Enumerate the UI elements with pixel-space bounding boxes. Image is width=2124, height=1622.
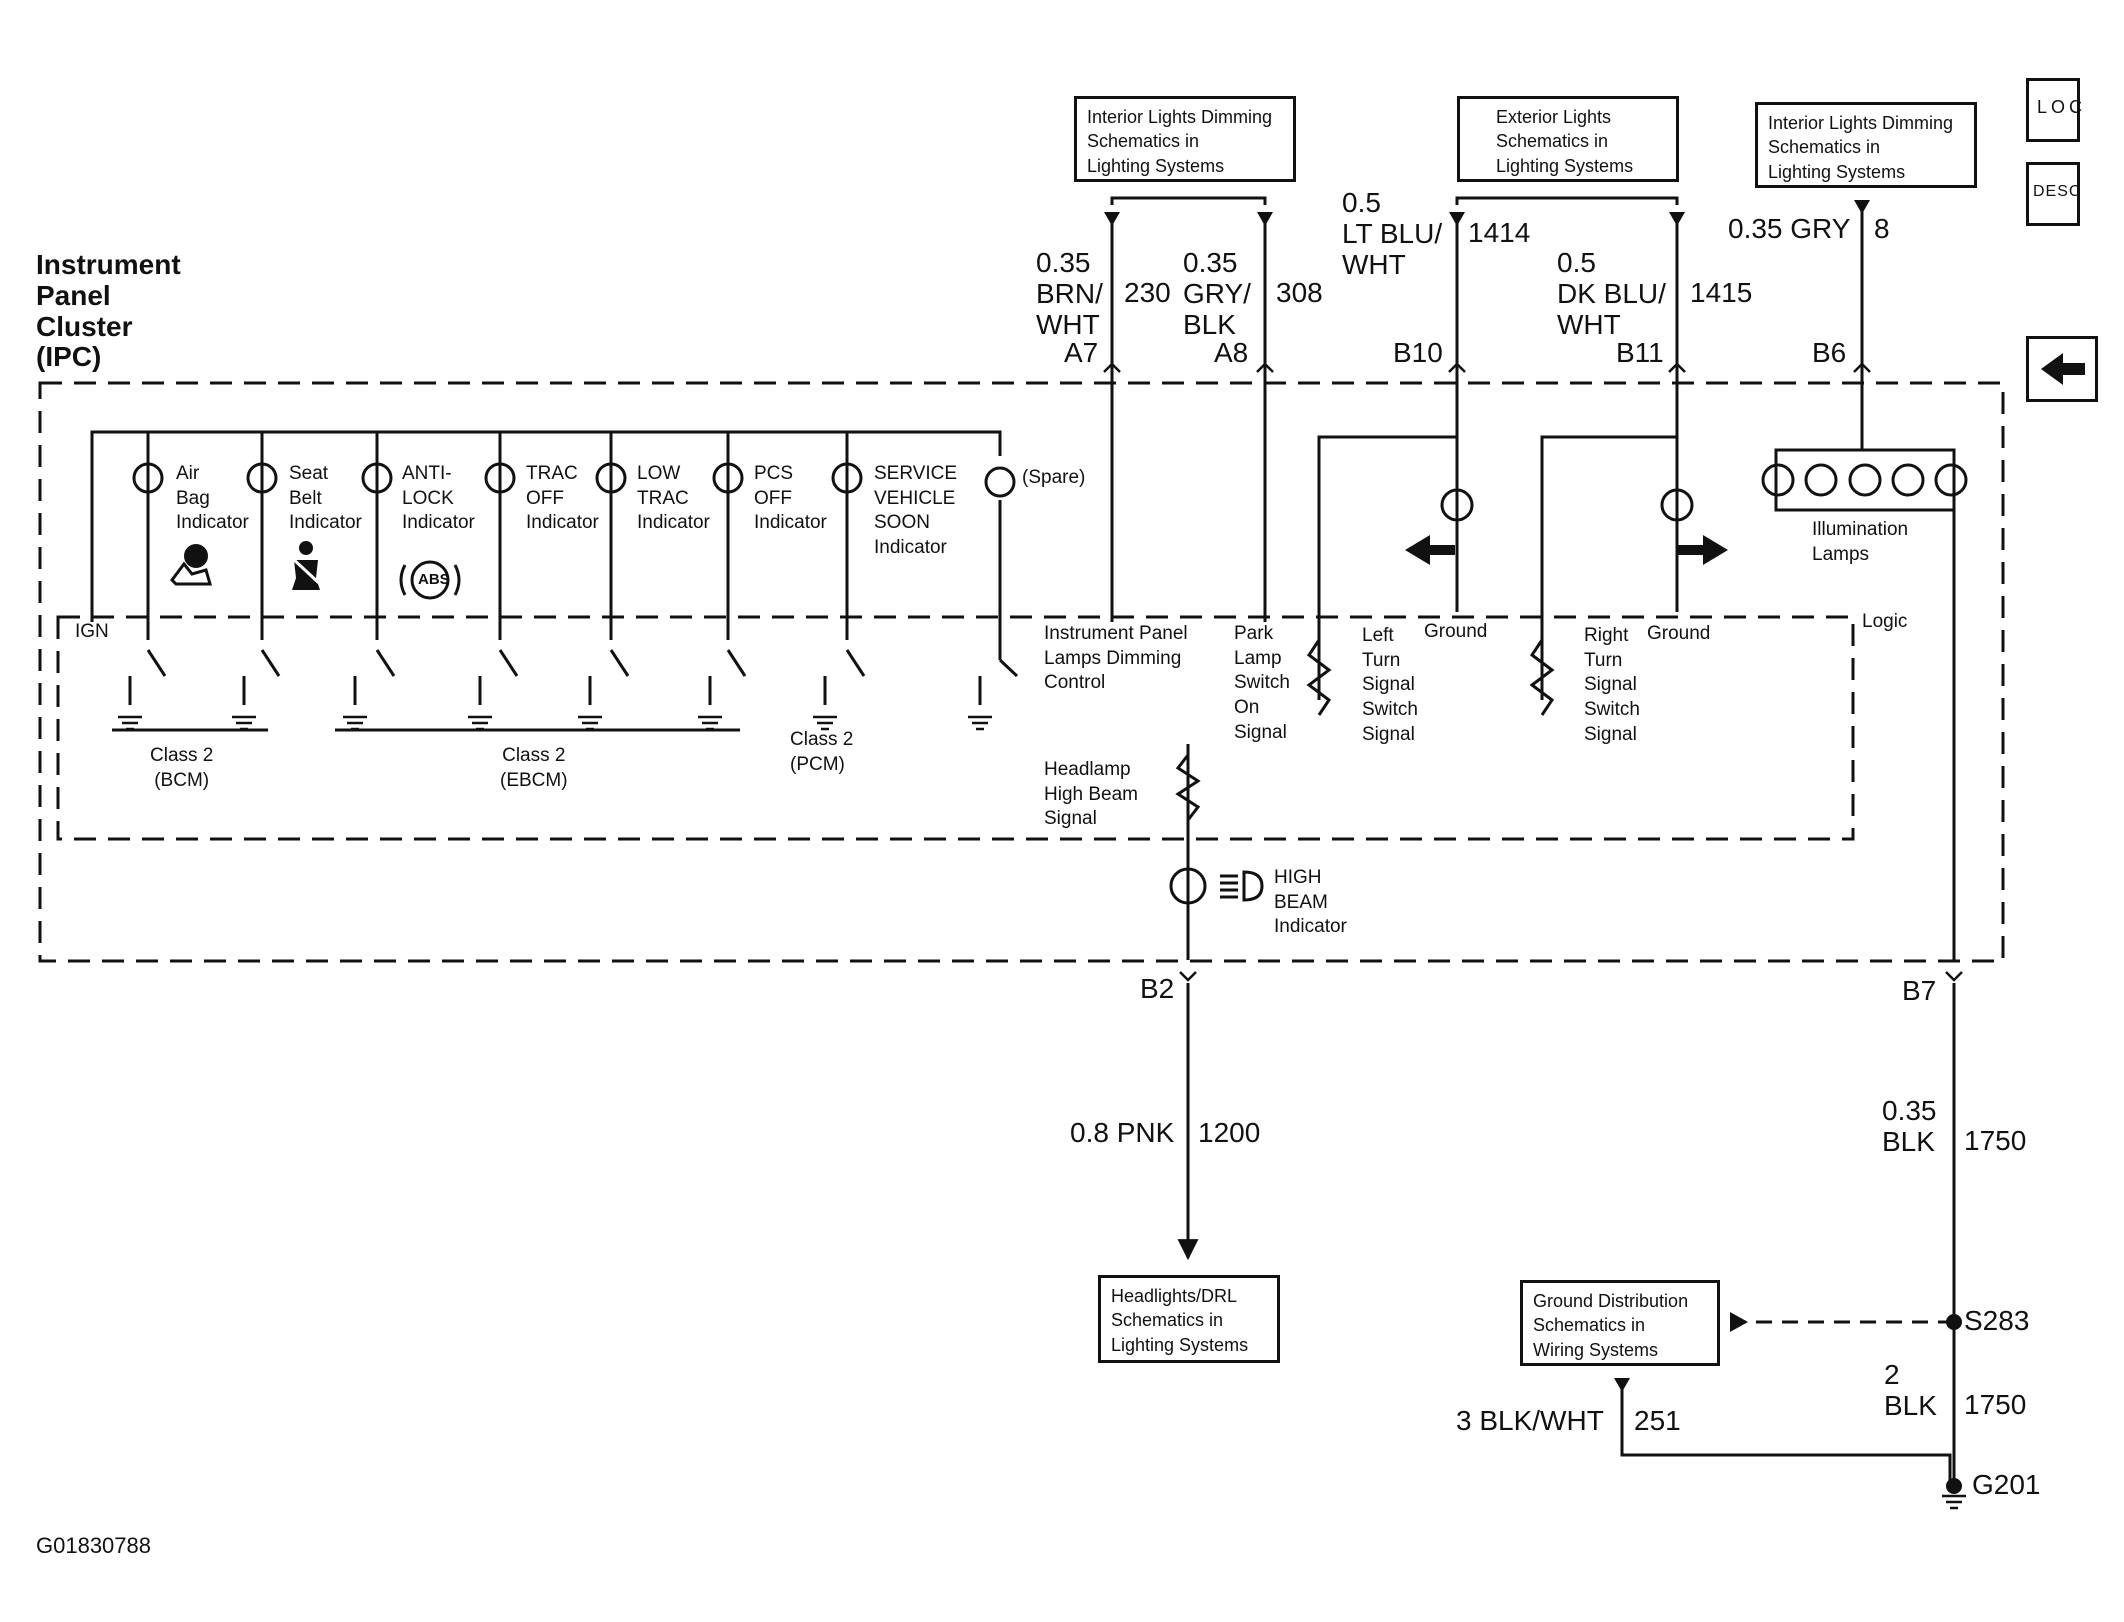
exterior-bracket xyxy=(1455,196,1679,205)
logic-label: Logic xyxy=(1862,611,1908,632)
illumination-lamps xyxy=(1761,463,1968,497)
indicator-switches xyxy=(146,649,1019,678)
indicator-label-seatbelt: Seat Belt Indicator xyxy=(289,463,362,534)
wire-b11-circuit: 1415 xyxy=(1690,277,1753,308)
logic-boundary xyxy=(56,615,1855,841)
wire-a7-color: 0.35 BRN/ WHT xyxy=(1036,247,1103,340)
label-left-turn: Left Turn Signal Switch Signal xyxy=(1362,625,1418,745)
headlamp-resistor xyxy=(1175,754,1201,821)
gd-wedge xyxy=(1614,1378,1630,1392)
module-ebcm: Class 2 (EBCM) xyxy=(500,745,568,791)
illumination-bar xyxy=(1774,448,1956,512)
label-high-beam-indicator: HIGH BEAM Indicator xyxy=(1274,867,1347,938)
wire-b6-circuit: 8 xyxy=(1874,213,1890,244)
wire-a8-color: 0.35 GRY/ BLK xyxy=(1183,247,1251,340)
s283-splice xyxy=(1946,1314,1962,1330)
interior1-wedge-b xyxy=(1257,212,1273,226)
indicator-label-pcs-off: PCS OFF Indicator xyxy=(754,463,827,534)
label-dimming-control: Instrument Panel Lamps Dimming Control xyxy=(1044,623,1188,694)
exterior-wedge-b xyxy=(1669,212,1685,226)
wire-b6-color: 0.35 GRY xyxy=(1728,213,1851,244)
ground-symbols xyxy=(118,715,1966,1510)
pin-b11: B11 xyxy=(1616,337,1664,368)
ground-g201: G201 xyxy=(1972,1469,2041,1500)
pin-a8: A8 xyxy=(1214,337,1249,368)
wire-b7-color: 0.35 BLK xyxy=(1882,1095,1937,1157)
wire-b11-color: 0.5 DK BLU/ WHT xyxy=(1557,247,1666,340)
desc-button[interactable]: DESC xyxy=(2026,162,2080,226)
module-pcm: Class 2 (PCM) xyxy=(790,729,854,775)
splice-s283: S283 xyxy=(1964,1305,2030,1336)
desc-label: DESC xyxy=(2033,183,2082,200)
ign-bus xyxy=(90,430,1002,622)
label-headlamp-high-beam: Headlamp High Beam Signal xyxy=(1044,759,1138,830)
wire-251 xyxy=(1620,1378,1952,1482)
label-ground-right: Ground xyxy=(1647,623,1711,644)
indicator-label-trac-off: TRAC OFF Indicator xyxy=(526,463,599,534)
indicator-label-low-trac: LOW TRAC Indicator xyxy=(637,463,710,534)
label-right-turn: Right Turn Signal Switch Signal xyxy=(1584,625,1640,745)
abs-icon-text: ABS xyxy=(418,571,450,588)
ref-box-interior-dimming-1[interactable]: Interior Lights Dimming Schematics in Li… xyxy=(1074,96,1296,182)
label-park-lamp: Park Lamp Switch On Signal xyxy=(1234,623,1290,743)
label-ground-left: Ground xyxy=(1424,621,1488,642)
figure-id: G01830788 xyxy=(36,1533,151,1558)
wire-gd-circuit: 251 xyxy=(1634,1405,1681,1436)
loc-label: LOC xyxy=(2037,97,2087,117)
wire-b10-color: 0.5 LT BLU/ WHT xyxy=(1342,187,1443,280)
pin-b10: B10 xyxy=(1393,337,1443,368)
ref-box-exterior-lights[interactable]: Exterior Lights Schematics in Lighting S… xyxy=(1457,96,1679,182)
gd-arrowhead xyxy=(1730,1312,1748,1332)
headlamp-icon xyxy=(1216,868,1266,904)
ipc-title: Instrument Panel Cluster (IPC) xyxy=(36,249,181,373)
pin-a7: A7 xyxy=(1064,337,1099,368)
exterior-wedge-a xyxy=(1449,212,1465,226)
seatbelt-icon xyxy=(286,540,326,592)
ref-box-headlights[interactable]: Headlights/DRL Schematics in Lighting Sy… xyxy=(1098,1275,1280,1363)
ref-box-ground-distribution[interactable]: Ground Distribution Schematics in Wiring… xyxy=(1520,1280,1720,1366)
interior1-wedge-a xyxy=(1104,212,1120,226)
ref-box-interior-dimming-2[interactable]: Interior Lights Dimming Schematics in Li… xyxy=(1755,102,1977,188)
indicator-label-antilock: ANTI- LOCK Indicator xyxy=(402,463,475,534)
wire-b2-circuit: 1200 xyxy=(1198,1117,1261,1148)
airbag-icon xyxy=(166,540,216,588)
loc-button[interactable]: LOC xyxy=(2026,78,2082,142)
indicator-wires xyxy=(146,432,1002,660)
indicator-label-service: SERVICE VEHICLE SOON Indicator xyxy=(874,463,958,559)
left-turn-branch xyxy=(1317,435,1457,700)
label-illumination-lamps: Illumination Lamps xyxy=(1812,519,1909,565)
back-button[interactable] xyxy=(2026,336,2098,402)
wire-a8-circuit: 308 xyxy=(1276,277,1323,308)
g201-ground xyxy=(1946,1478,1962,1494)
ipc-boundary xyxy=(38,381,2005,963)
indicator-label-spare: (Spare) xyxy=(1022,467,1086,488)
ign-label: IGN xyxy=(75,621,109,642)
wire-s283-circuit: 1750 xyxy=(1964,1389,2027,1420)
indicator-label-airbag: Air Bag Indicator xyxy=(176,463,249,534)
wire-b7-circuit: 1750 xyxy=(1964,1125,2027,1156)
wire-a7-circuit: 230 xyxy=(1124,277,1171,308)
wire-b10-circuit: 1414 xyxy=(1468,217,1531,248)
right-turn-arrow-icon xyxy=(1678,535,1728,565)
interior2-wedge xyxy=(1854,200,1870,214)
right-turn-branch xyxy=(1540,435,1677,700)
indicator-leds xyxy=(132,462,1016,498)
wire-s283-color: 2 BLK xyxy=(1884,1359,1937,1421)
connector-pins xyxy=(1103,362,1963,982)
left-turn-arrow-icon xyxy=(1405,535,1455,565)
left-arrow-icon xyxy=(2041,353,2085,385)
pin-b7: B7 xyxy=(1902,975,1937,1006)
interior1-bracket xyxy=(1110,196,1267,205)
indicator-grounds xyxy=(128,676,982,705)
pin-b6: B6 xyxy=(1812,337,1847,368)
module-bcm: Class 2 (BCM) xyxy=(150,745,214,791)
wire-gd-color: 3 BLK/WHT xyxy=(1456,1405,1604,1436)
abs-icon: ABS xyxy=(395,555,465,605)
pin-b2: B2 xyxy=(1140,973,1175,1004)
wire-b2-color: 0.8 PNK xyxy=(1070,1117,1175,1148)
